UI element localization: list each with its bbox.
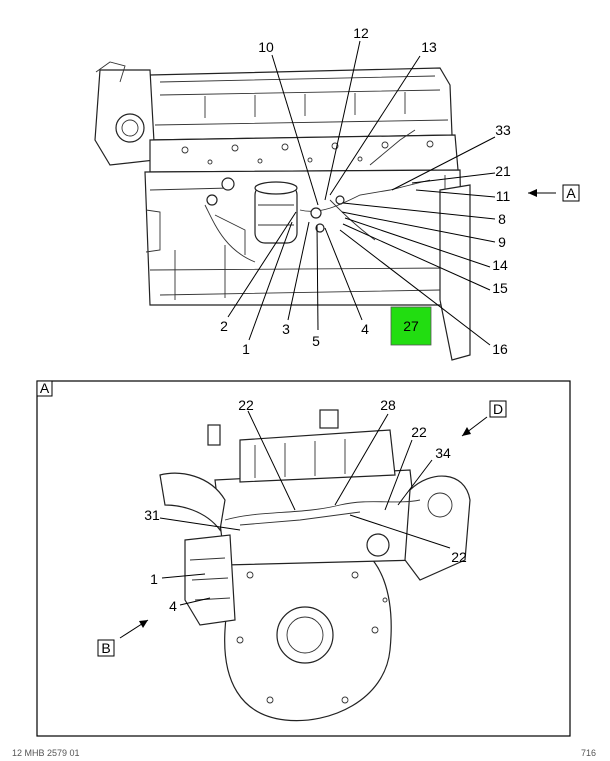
view-b-label-box xyxy=(97,639,115,657)
callout-5: 5 xyxy=(312,333,320,349)
engine-rear-view xyxy=(159,409,471,722)
callout-22-top: 22 xyxy=(238,397,254,413)
callout-10: 10 xyxy=(258,39,274,55)
callout-4-detail: 4 xyxy=(169,598,177,614)
callout-31: 31 xyxy=(144,507,160,523)
callout-8: 8 xyxy=(498,211,506,227)
view-d-arrow xyxy=(461,416,488,437)
callout-9: 9 xyxy=(498,234,506,250)
frame-label-box xyxy=(36,380,53,397)
callout-2: 2 xyxy=(220,318,228,334)
callout-14: 14 xyxy=(492,257,508,273)
callout-27: 27 xyxy=(403,318,419,334)
callout-15: 15 xyxy=(492,280,508,296)
view-b-label: B xyxy=(101,640,110,656)
callout-11: 11 xyxy=(496,188,511,204)
highlight-box-27 xyxy=(390,306,432,346)
view-d-label-box xyxy=(489,400,507,418)
callout-21: 21 xyxy=(495,163,511,179)
view-d-label: D xyxy=(493,401,503,417)
callout-34: 34 xyxy=(435,445,451,461)
callout-4: 4 xyxy=(361,321,369,337)
callout-22-lower: 22 xyxy=(451,549,467,565)
detail-frame xyxy=(36,380,571,737)
callout-13: 13 xyxy=(421,39,437,55)
view-a-label-box xyxy=(562,184,580,202)
callout-3: 3 xyxy=(282,321,290,337)
callout-1-detail: 1 xyxy=(150,571,158,587)
top-view-leaders xyxy=(227,40,496,346)
view-a-label: A xyxy=(566,185,576,201)
engine-side-view xyxy=(94,61,471,361)
view-b-arrow xyxy=(119,619,149,639)
callout-22-right: 22 xyxy=(411,424,427,440)
callout-12: 12 xyxy=(353,25,369,41)
footer-page-number: 716 xyxy=(580,748,596,758)
view-a-arrow xyxy=(528,189,556,197)
callout-28: 28 xyxy=(380,397,396,413)
footer-figure-id: 12 MHB 2579 01 xyxy=(12,748,80,758)
callout-33: 33 xyxy=(495,122,511,138)
frame-label: A xyxy=(40,380,50,396)
callout-1: 1 xyxy=(242,341,250,357)
detail-view-leaders xyxy=(159,410,451,606)
callout-16: 16 xyxy=(492,341,508,357)
